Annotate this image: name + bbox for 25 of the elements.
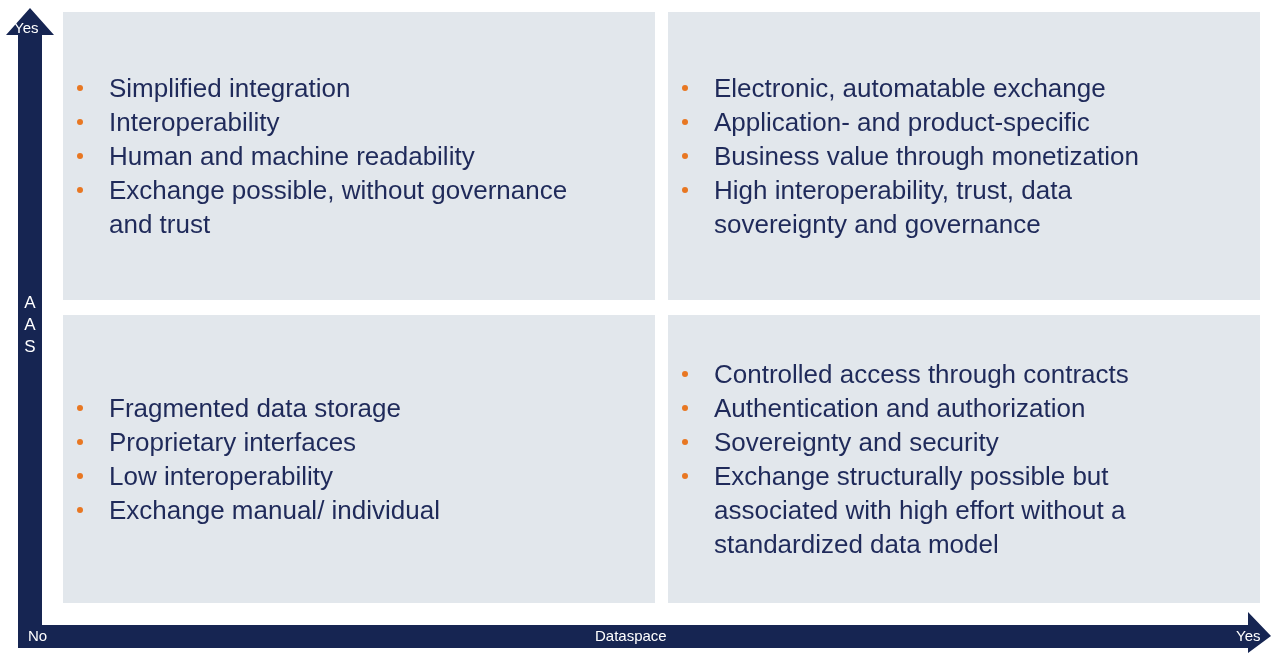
bullet-text: Proprietary interfaces — [109, 426, 357, 459]
bullet-text: Sovereignty and security — [714, 426, 999, 459]
axis-title: Dataspace — [595, 628, 667, 644]
bullet-text: Fragmented data storage — [109, 392, 401, 425]
bullet-text: Human and machine readability — [109, 140, 475, 173]
bullet-text: High interoperability, trust, data sovereignty and governance — [714, 174, 1073, 241]
bullet-text: Exchange manual/ individual — [109, 494, 440, 527]
quadrant-panel — [668, 12, 1260, 300]
quadrant-panel — [668, 315, 1260, 603]
bullet-text: Application- and product-specific — [714, 106, 1090, 139]
quadrant-panel — [63, 315, 655, 603]
bullet-text: Low interoperability — [109, 460, 333, 493]
bullet-text: Simplified integration — [109, 72, 351, 105]
bullet-text: Interoperability — [109, 106, 280, 139]
axis-label: No — [28, 628, 48, 644]
bullet-text: Electronic, automatable exchange — [714, 72, 1106, 105]
axis-label: Yes — [14, 20, 39, 36]
quadrant-panel — [63, 12, 655, 300]
bullet-text: Controlled access through contracts — [714, 358, 1129, 391]
bullet-text: Business value through monetization — [714, 140, 1139, 173]
bullet-text: Exchange possible, without governance and trust — [109, 174, 569, 241]
axis-title: AAS — [24, 292, 36, 358]
bullet-text: Authentication and authorization — [714, 392, 1086, 425]
bullet-text: Exchange structurally possible but associated with high effort without a standardized data model — [714, 460, 1127, 561]
axis-label: Yes — [1236, 628, 1261, 644]
